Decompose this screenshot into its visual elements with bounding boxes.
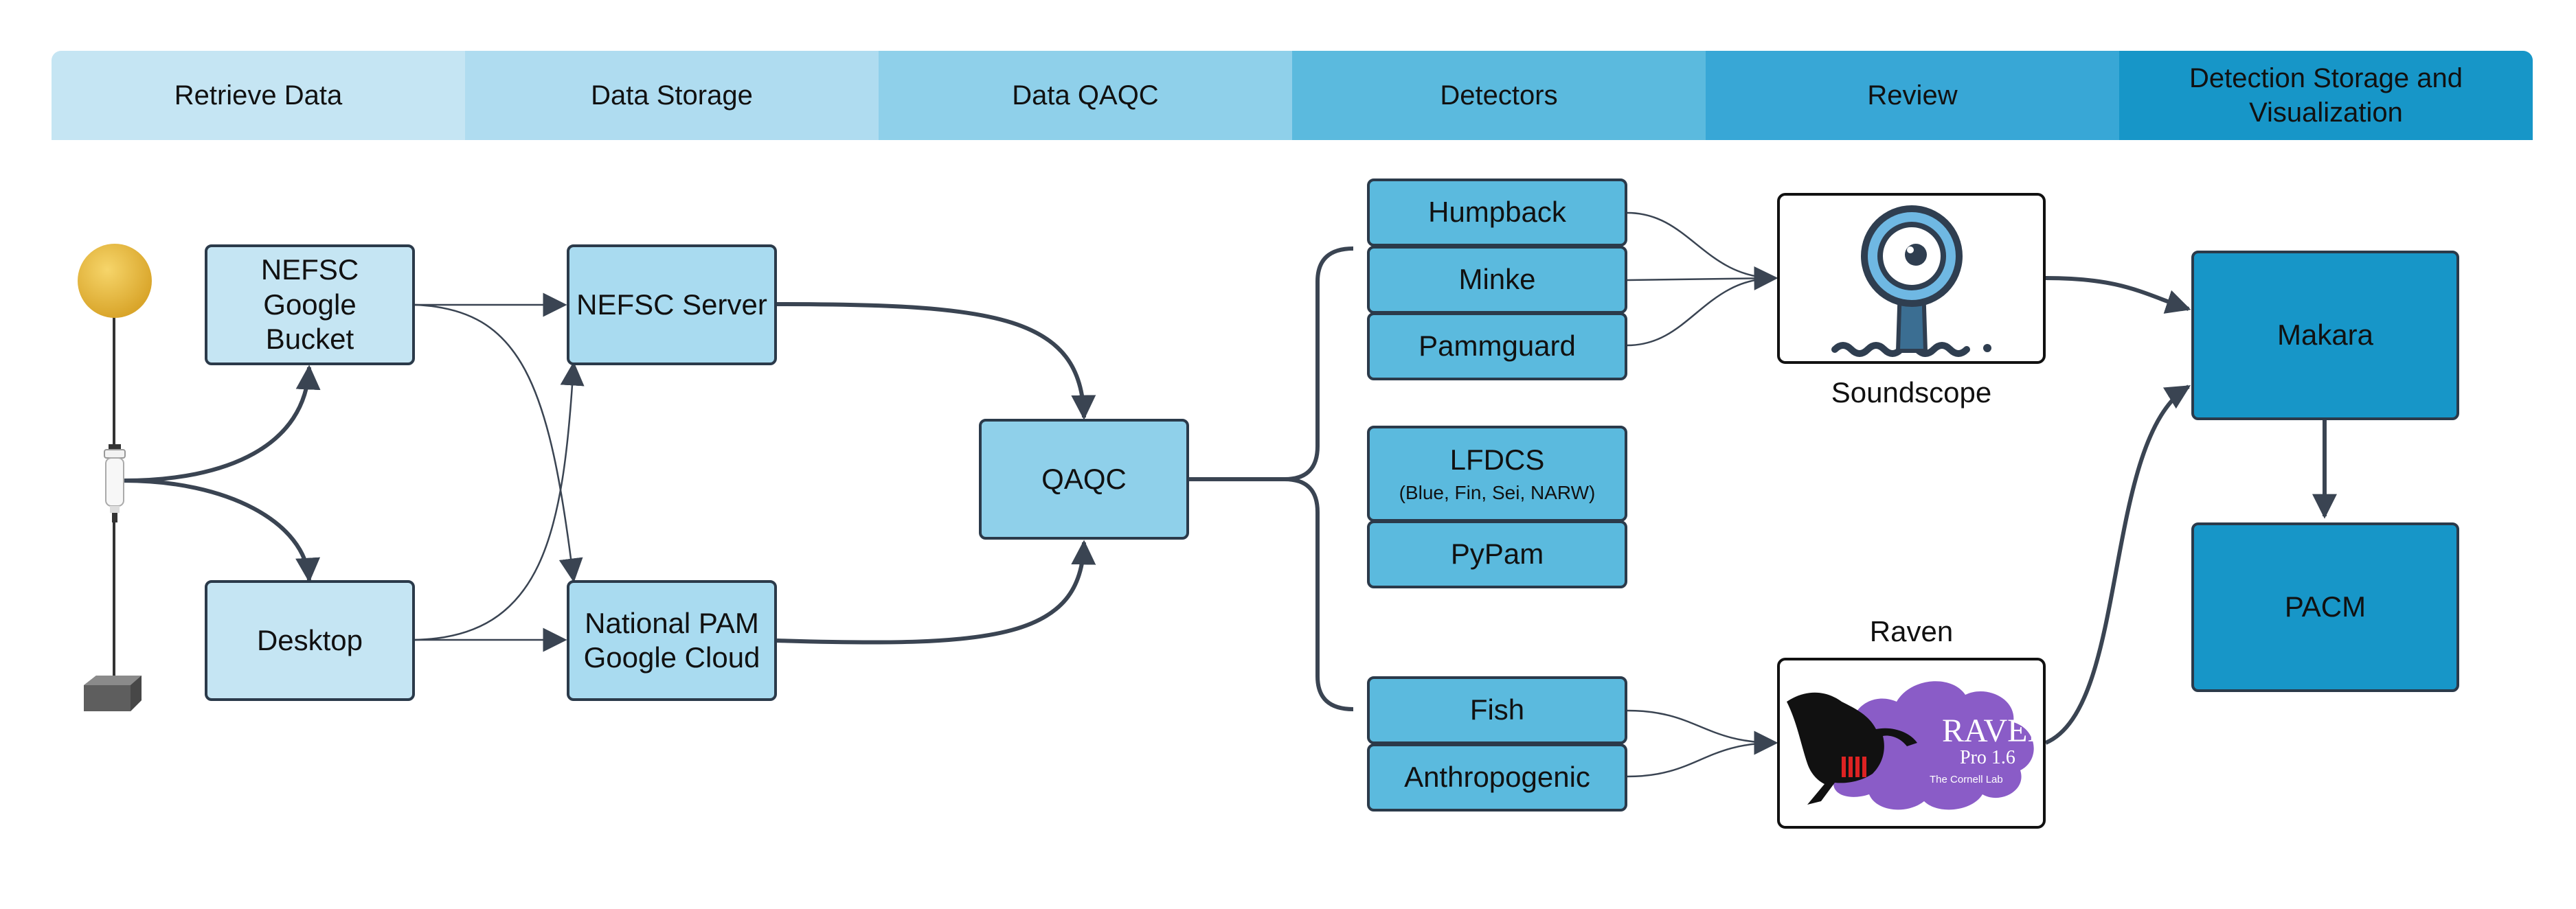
hydrophone-icon — [104, 444, 126, 522]
stage-detection-storage: Detection Storage and Visualization — [2119, 51, 2533, 140]
node-national-pam-google-cloud: National PAM Google Cloud — [567, 580, 777, 701]
edge-desktop-server — [414, 361, 585, 641]
edge-raven-makara — [2044, 384, 2191, 745]
node-qaqc: QAQC — [979, 419, 1189, 540]
edge-nationalpam-qaqc — [776, 540, 1096, 645]
stage-retrieve-data: Retrieve Data — [52, 51, 465, 140]
edge-minke-soundscope — [1627, 266, 1778, 290]
edge-pammguard-soundscope — [1627, 277, 1776, 347]
node-anthropogenic: Anthropogenic — [1367, 744, 1627, 812]
raven-logo-org: The Cornell Lab — [1930, 774, 2003, 785]
stage-review: Review — [1706, 51, 2119, 140]
node-desktop: Desktop — [205, 580, 415, 701]
lfdcs-species: (Blue, Fin, Sei, NARW) — [1399, 482, 1596, 504]
edge-qaqc-detectors-brace — [1189, 246, 1354, 711]
node-humpback: Humpback — [1367, 179, 1627, 246]
node-lfdcs: LFDCS (Blue, Fin, Sei, NARW) — [1367, 426, 1627, 522]
node-fish: Fish — [1367, 676, 1627, 744]
raven-panel: RAVEN Pro 1.6 The Cornell Lab — [1777, 658, 2046, 829]
edge-fish-raven — [1627, 709, 1776, 744]
raven-logo-version: Pro 1.6 — [1960, 747, 2015, 768]
raven-label: Raven — [1869, 615, 1954, 647]
node-pypam: PyPam — [1367, 520, 1627, 588]
node-nefsc-google-bucket: NEFSC Google Bucket — [205, 244, 415, 365]
raven-pro-logo-icon: RAVEN Pro 1.6 The Cornell Lab — [1787, 681, 2043, 810]
soundscope-panel — [1777, 193, 2046, 364]
node-makara: Makara — [2191, 251, 2459, 420]
edge-humpback-soundscope — [1627, 211, 1776, 279]
buoy-float-icon — [78, 244, 152, 318]
stage-detectors: Detectors — [1292, 51, 1706, 140]
anchor-weight-icon — [84, 676, 142, 711]
edge-anthropogenic-raven — [1627, 730, 1778, 778]
node-minke: Minke — [1367, 246, 1627, 314]
edge-hydrophone-bucket — [123, 365, 321, 483]
raven-logo-title: RAVEN — [1942, 713, 2043, 749]
node-pacm: PACM — [2191, 522, 2459, 692]
edge-soundscope-makara — [2045, 276, 2191, 314]
stage-data-storage: Data Storage — [465, 51, 879, 140]
soundscope-logo-icon — [1831, 205, 1991, 357]
stage-data-qaqc: Data QAQC — [879, 51, 1292, 140]
soundscope-label: Soundscope — [1831, 376, 1992, 409]
edge-server-qaqc — [776, 302, 1096, 420]
node-pammguard: Pammguard — [1367, 312, 1627, 380]
node-nefsc-server: NEFSC Server — [567, 244, 777, 365]
stage-header: Retrieve Data Data Storage Data QAQC Det… — [52, 51, 2533, 140]
edge-hydrophone-desktop — [123, 479, 321, 583]
edge-bucket-nationalpam — [414, 303, 583, 583]
